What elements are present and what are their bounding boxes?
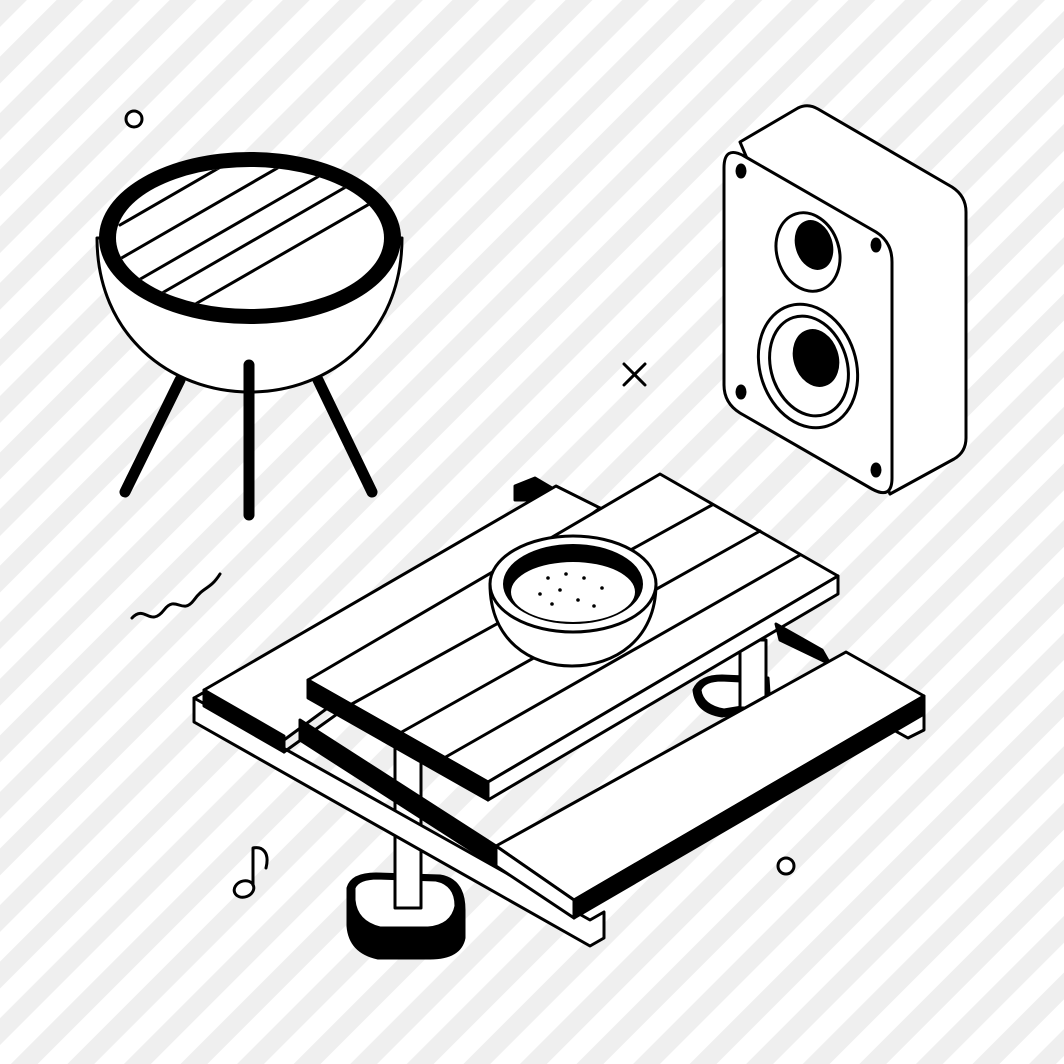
wave-squiggle-icon bbox=[130, 572, 222, 620]
music-note-icon bbox=[232, 846, 269, 899]
speaker-tweeter bbox=[774, 211, 842, 293]
bowl-food-crumbs bbox=[538, 572, 604, 608]
speaker-icon bbox=[722, 104, 968, 496]
food-bowl-icon bbox=[488, 534, 658, 668]
table-front-leg bbox=[346, 740, 466, 960]
picnic-table-icon bbox=[192, 472, 926, 960]
speaker-woofer bbox=[756, 302, 860, 430]
grill-grate-bars bbox=[116, 167, 384, 309]
barbecue-grill-icon bbox=[95, 152, 404, 521]
sparkle-icon bbox=[622, 362, 647, 387]
right-bench bbox=[298, 622, 926, 920]
circle-dot-icon-2 bbox=[776, 856, 796, 876]
circle-dot-icon bbox=[124, 109, 144, 129]
